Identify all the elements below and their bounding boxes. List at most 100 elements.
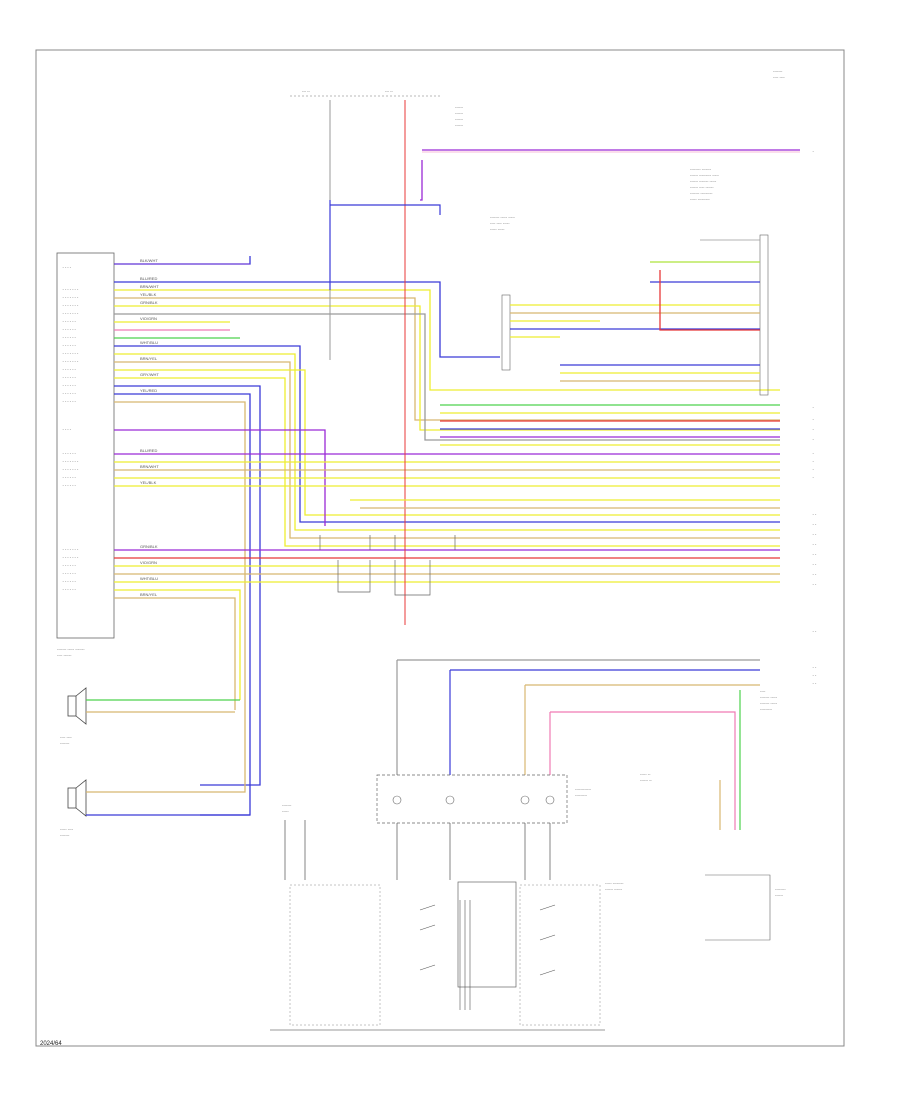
svg-text:----- --: ----- -- <box>640 771 651 776</box>
svg-text:------: ------ <box>455 104 464 109</box>
svg-text:--------: -------- <box>775 886 786 891</box>
svg-text:-------- -------: -------- ------- <box>690 166 712 171</box>
svg-text:----- --------: ----- -------- <box>605 880 624 885</box>
right-switch-group <box>519 884 601 1026</box>
splice-loops <box>319 535 456 596</box>
top-fuse-feeds <box>290 95 800 625</box>
svg-text:------------: ------------ <box>575 786 592 791</box>
svg-text:----: ---- <box>62 428 72 432</box>
svg-text:-------: ------- <box>62 352 79 356</box>
svg-text:------: ------ <box>62 588 76 592</box>
diagram-frame <box>35 49 845 1047</box>
svg-text:------: ------ <box>455 110 464 115</box>
svg-text:BRN/YEL: BRN/YEL <box>140 592 158 597</box>
svg-text:------- ---------: ------- --------- <box>690 190 713 195</box>
svg-text:-------: ------- <box>62 360 79 364</box>
svg-text:------: ------ <box>62 572 76 576</box>
radio-wire-labels: BLK/WHT BLU/RED BRN/WHT YEL/BLK GRN/BLK … <box>140 258 159 597</box>
svg-text:------: ------ <box>455 122 464 127</box>
svg-text:------ --------- -----: ------ --------- ----- <box>690 172 720 177</box>
svg-text:-: - <box>812 406 814 410</box>
radio-connector-block <box>56 252 115 639</box>
svg-text:--: -- <box>812 533 817 537</box>
svg-text:--: -- <box>812 573 817 577</box>
svg-text:------: ------ <box>62 376 76 380</box>
svg-text:-: - <box>812 468 814 472</box>
svg-text:------- -----: ------- ----- <box>760 700 778 705</box>
svg-text:------: ------ <box>62 320 76 324</box>
svg-text:------: ------ <box>62 392 76 396</box>
svg-text:---- ----: ---- ---- <box>773 74 785 79</box>
svg-text:------: ------ <box>62 344 76 348</box>
left-rear-speaker <box>67 687 87 725</box>
right-module-block <box>759 234 769 396</box>
svg-text:--: -- <box>812 583 817 587</box>
svg-text:--: -- <box>812 674 817 678</box>
radio-wire-bundle <box>114 256 780 816</box>
steering-switch-wires <box>284 820 551 880</box>
svg-text:----- -----: ----- ----- <box>490 226 505 231</box>
svg-text:VIO/GRN: VIO/GRN <box>140 560 157 565</box>
svg-text:------ ---- ------: ------ ---- ------ <box>690 184 714 189</box>
svg-text:-------: ------- <box>62 296 79 300</box>
svg-text:YEL/BLK: YEL/BLK <box>140 480 157 485</box>
center-module-wires <box>510 239 760 382</box>
svg-text:------- -----: ------- ----- <box>760 694 778 699</box>
svg-text:-------: ------- <box>60 740 70 745</box>
svg-text:----- ---------: ----- --------- <box>690 196 710 201</box>
svg-text:-------: ------- <box>62 556 79 560</box>
svg-text:BLU/RED: BLU/RED <box>140 276 157 281</box>
radio-module-caption: ------- ----- ------- <box>57 646 85 651</box>
svg-text:------: ------ <box>62 384 76 388</box>
svg-text:----: ---- <box>62 266 72 270</box>
svg-text:-: - <box>812 476 814 480</box>
svg-text:BRN/YEL: BRN/YEL <box>140 356 158 361</box>
svg-text:------ --: ------ -- <box>640 777 652 782</box>
svg-text:-------: ------- <box>62 304 79 308</box>
svg-text:-------: ------- <box>62 548 79 552</box>
svg-text:------: ------ <box>62 484 76 488</box>
svg-text:-: - <box>812 460 814 464</box>
svg-text:YEL/BLK: YEL/BLK <box>140 292 157 297</box>
svg-text:-------: ------- <box>62 460 79 464</box>
svg-text:-: - <box>812 418 814 422</box>
svg-text:---- ---- -----: ---- ---- ----- <box>490 220 510 225</box>
clockspring <box>376 774 568 824</box>
svg-text:BRN/WHT: BRN/WHT <box>140 284 159 289</box>
svg-text:---- ------: ---- ------ <box>57 652 72 657</box>
svg-text:-------: ------- <box>62 288 79 292</box>
svg-text:-: - <box>812 452 814 456</box>
svg-text:GRN/BLK: GRN/BLK <box>140 300 158 305</box>
svg-text:YEL/RED: YEL/RED <box>140 388 157 393</box>
svg-text:------: ------ <box>62 452 76 456</box>
svg-text:WHT/BLU: WHT/BLU <box>140 576 158 581</box>
svg-text:----- ----: ----- ---- <box>60 826 74 831</box>
svg-text:-: - <box>812 438 814 442</box>
right-wire-bundle <box>350 404 780 509</box>
svg-text:-------: ------- <box>773 68 783 73</box>
svg-text:BLU/RED: BLU/RED <box>140 448 157 453</box>
switch-symbols <box>419 900 556 1010</box>
svg-text:------: ------ <box>62 328 76 332</box>
svg-text:--: -- <box>812 523 817 527</box>
left-speaker-wires <box>86 699 240 713</box>
lower-right-connector <box>705 874 771 941</box>
radio-pin-labels: ---- ------- ------- ------- ------- ---… <box>62 266 79 592</box>
svg-text:--: -- <box>812 513 817 517</box>
svg-text:--- --: --- -- <box>385 88 393 93</box>
svg-text:------ ------: ------ ------ <box>605 886 623 891</box>
diagram-code: 2024/64 <box>40 1041 62 1047</box>
clockspring-contacts <box>392 795 555 805</box>
svg-text:--- --: --- -- <box>302 88 310 93</box>
svg-text:--: -- <box>812 682 817 686</box>
svg-text:------: ------ <box>62 580 76 584</box>
svg-text:BLK/WHT: BLK/WHT <box>140 258 158 263</box>
svg-text:------: ------ <box>62 368 76 372</box>
svg-text:-------: ------- <box>62 312 79 316</box>
svg-text:------ ------- -----: ------ ------- ----- <box>690 178 717 183</box>
svg-text:-: - <box>812 150 814 154</box>
svg-text:-----: ----- <box>282 808 289 813</box>
left-switch-group <box>289 884 381 1026</box>
svg-text:------- ----- -----: ------- ----- ----- <box>490 214 516 219</box>
